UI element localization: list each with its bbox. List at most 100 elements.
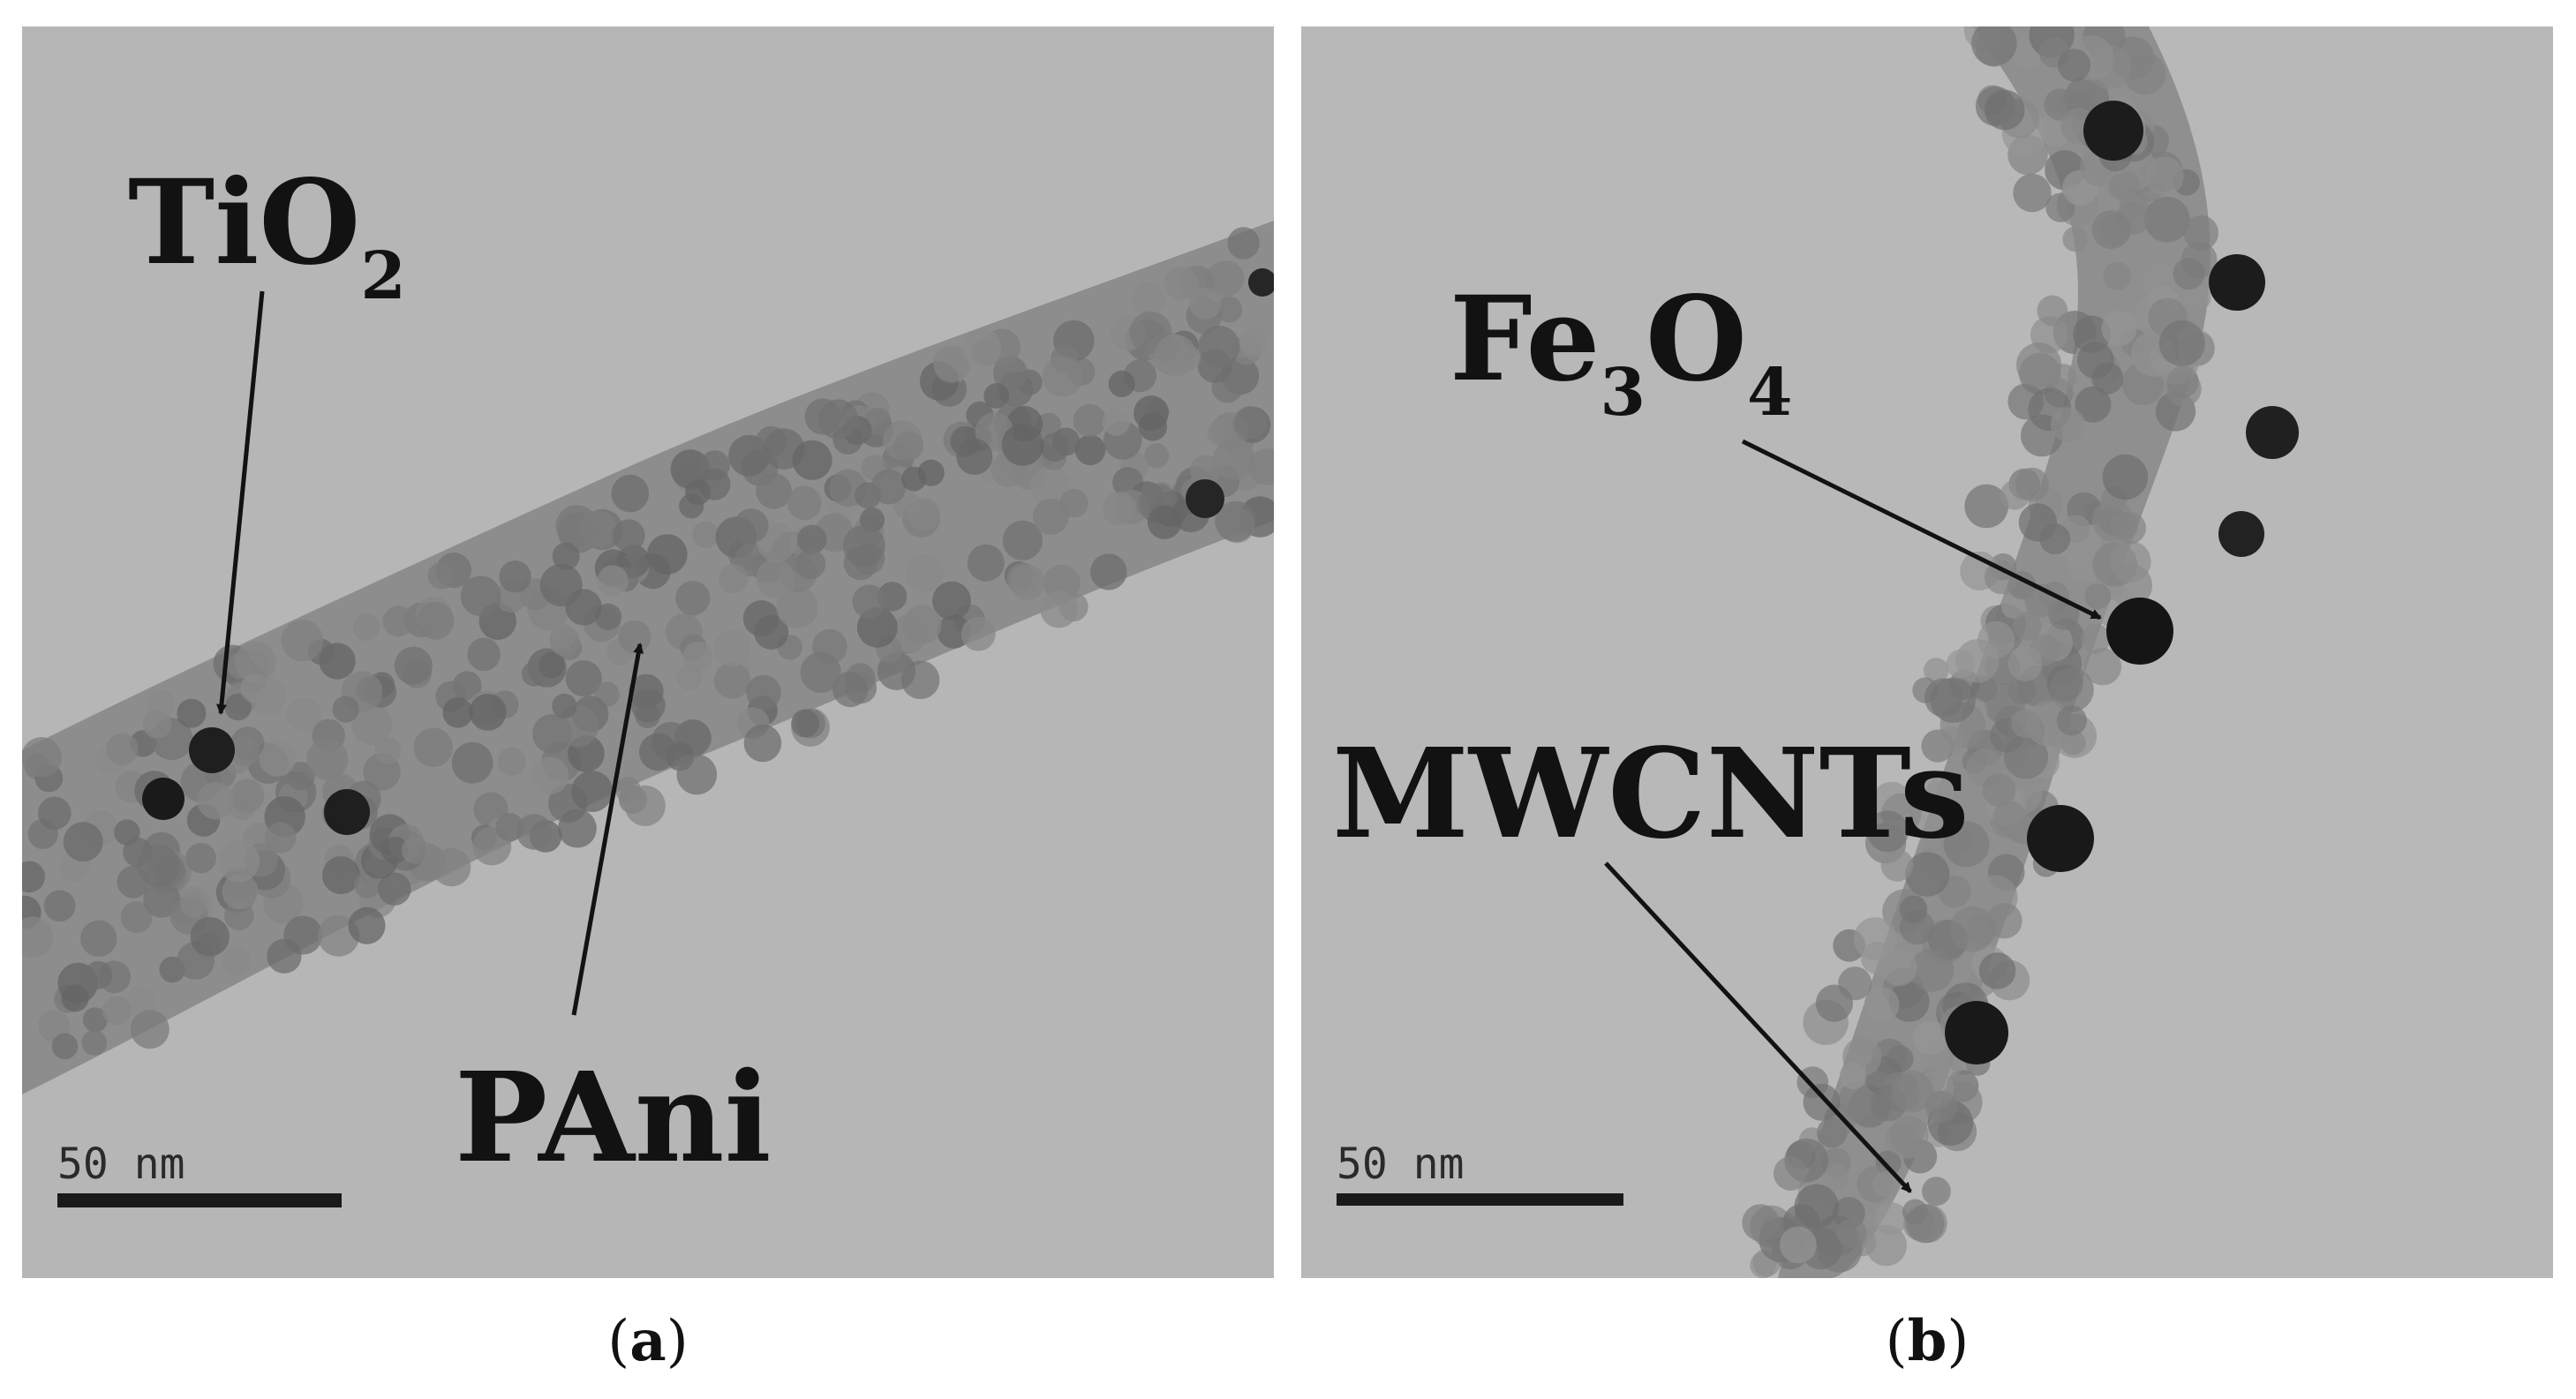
particle (960, 616, 996, 651)
particle (1909, 948, 1954, 992)
particle (1872, 1171, 1898, 1197)
particle (2050, 407, 2086, 442)
particle (550, 623, 576, 649)
particle (558, 809, 597, 848)
particle (902, 605, 942, 644)
particle (348, 906, 386, 944)
particle (321, 856, 360, 895)
fe3o4-arrow (1741, 439, 2102, 621)
particle (1215, 500, 1256, 542)
particle (286, 762, 315, 791)
particle (932, 581, 971, 621)
particle (1108, 370, 1135, 397)
dark-particle (1186, 479, 1224, 518)
particle (1925, 1090, 1958, 1123)
particle (776, 586, 818, 628)
particle (647, 534, 688, 575)
particle (143, 881, 181, 918)
particle (2099, 214, 2132, 246)
tem-panel-a: TiO2 PAni 50 nm (22, 26, 1274, 1278)
scale-bar (1337, 1193, 1623, 1206)
particle (427, 562, 456, 590)
particle (718, 563, 749, 594)
particle (787, 485, 822, 521)
particle (1794, 1184, 1839, 1229)
particle (832, 671, 869, 708)
particle (692, 521, 719, 548)
particle (2007, 646, 2043, 681)
particle (1949, 906, 1996, 952)
particle (746, 674, 781, 711)
particle (713, 662, 751, 699)
particle (394, 646, 433, 685)
particle (565, 660, 602, 697)
particle (713, 628, 751, 666)
particle (467, 637, 501, 672)
particle (1803, 1083, 1841, 1121)
particle (2083, 648, 2122, 686)
particle (1248, 448, 1274, 485)
particle (1233, 405, 1267, 440)
particle (190, 917, 230, 957)
particle (2113, 512, 2146, 545)
tem-image-a: TiO2 PAni 50 nm (22, 26, 1274, 1278)
particle (264, 822, 297, 854)
particle (259, 739, 297, 777)
particle (495, 813, 524, 842)
particle (2062, 226, 2088, 252)
particle (516, 814, 553, 850)
particle (281, 620, 324, 662)
particle (1978, 952, 2016, 989)
particle (2101, 310, 2137, 347)
scale-bar-label: 50 nm (57, 1140, 185, 1189)
particle (734, 508, 769, 544)
particle (240, 673, 270, 703)
particle (933, 346, 970, 383)
particle (1964, 484, 2008, 529)
dark-particle (2083, 101, 2143, 161)
particle (120, 901, 153, 934)
particle (1853, 917, 1897, 960)
particle (1888, 982, 1930, 1022)
particle (795, 548, 826, 580)
particle (222, 873, 259, 910)
particle (499, 560, 531, 593)
particle (1213, 438, 1255, 480)
particle (2049, 667, 2094, 712)
particle (1131, 282, 1166, 316)
particle (217, 840, 260, 883)
particle (2144, 196, 2190, 243)
particle (497, 747, 526, 776)
particle (1922, 1177, 1951, 1207)
tem-panel-b: Fe3O4 MWCNTs 50 nm (1301, 26, 2553, 1278)
particle (757, 523, 797, 562)
particle (908, 497, 941, 530)
particle (1198, 325, 1240, 367)
particle (531, 756, 569, 794)
particle (1865, 1224, 1907, 1267)
particle (22, 737, 62, 778)
dark-particle (142, 778, 185, 820)
particle (1780, 1226, 1817, 1264)
scale-bar (57, 1193, 342, 1207)
particle (230, 778, 265, 813)
particle (1866, 810, 1909, 853)
dark-particle (189, 727, 235, 773)
particle (1134, 395, 1169, 431)
particle (552, 693, 577, 719)
particle (1924, 678, 1964, 718)
mwcnts-label: MWCNTs (1332, 722, 1970, 867)
pani-arrow (571, 643, 644, 1016)
particle (460, 575, 501, 617)
dark-particle (2218, 511, 2264, 557)
particle (631, 688, 666, 723)
particle (611, 474, 650, 513)
particle (870, 469, 907, 505)
particle (1204, 261, 1242, 298)
particle (2013, 173, 2052, 213)
particle (2076, 342, 2114, 379)
particle (130, 1010, 169, 1049)
particle (1926, 778, 1955, 806)
particle (1773, 1156, 1808, 1191)
particle (539, 563, 583, 606)
